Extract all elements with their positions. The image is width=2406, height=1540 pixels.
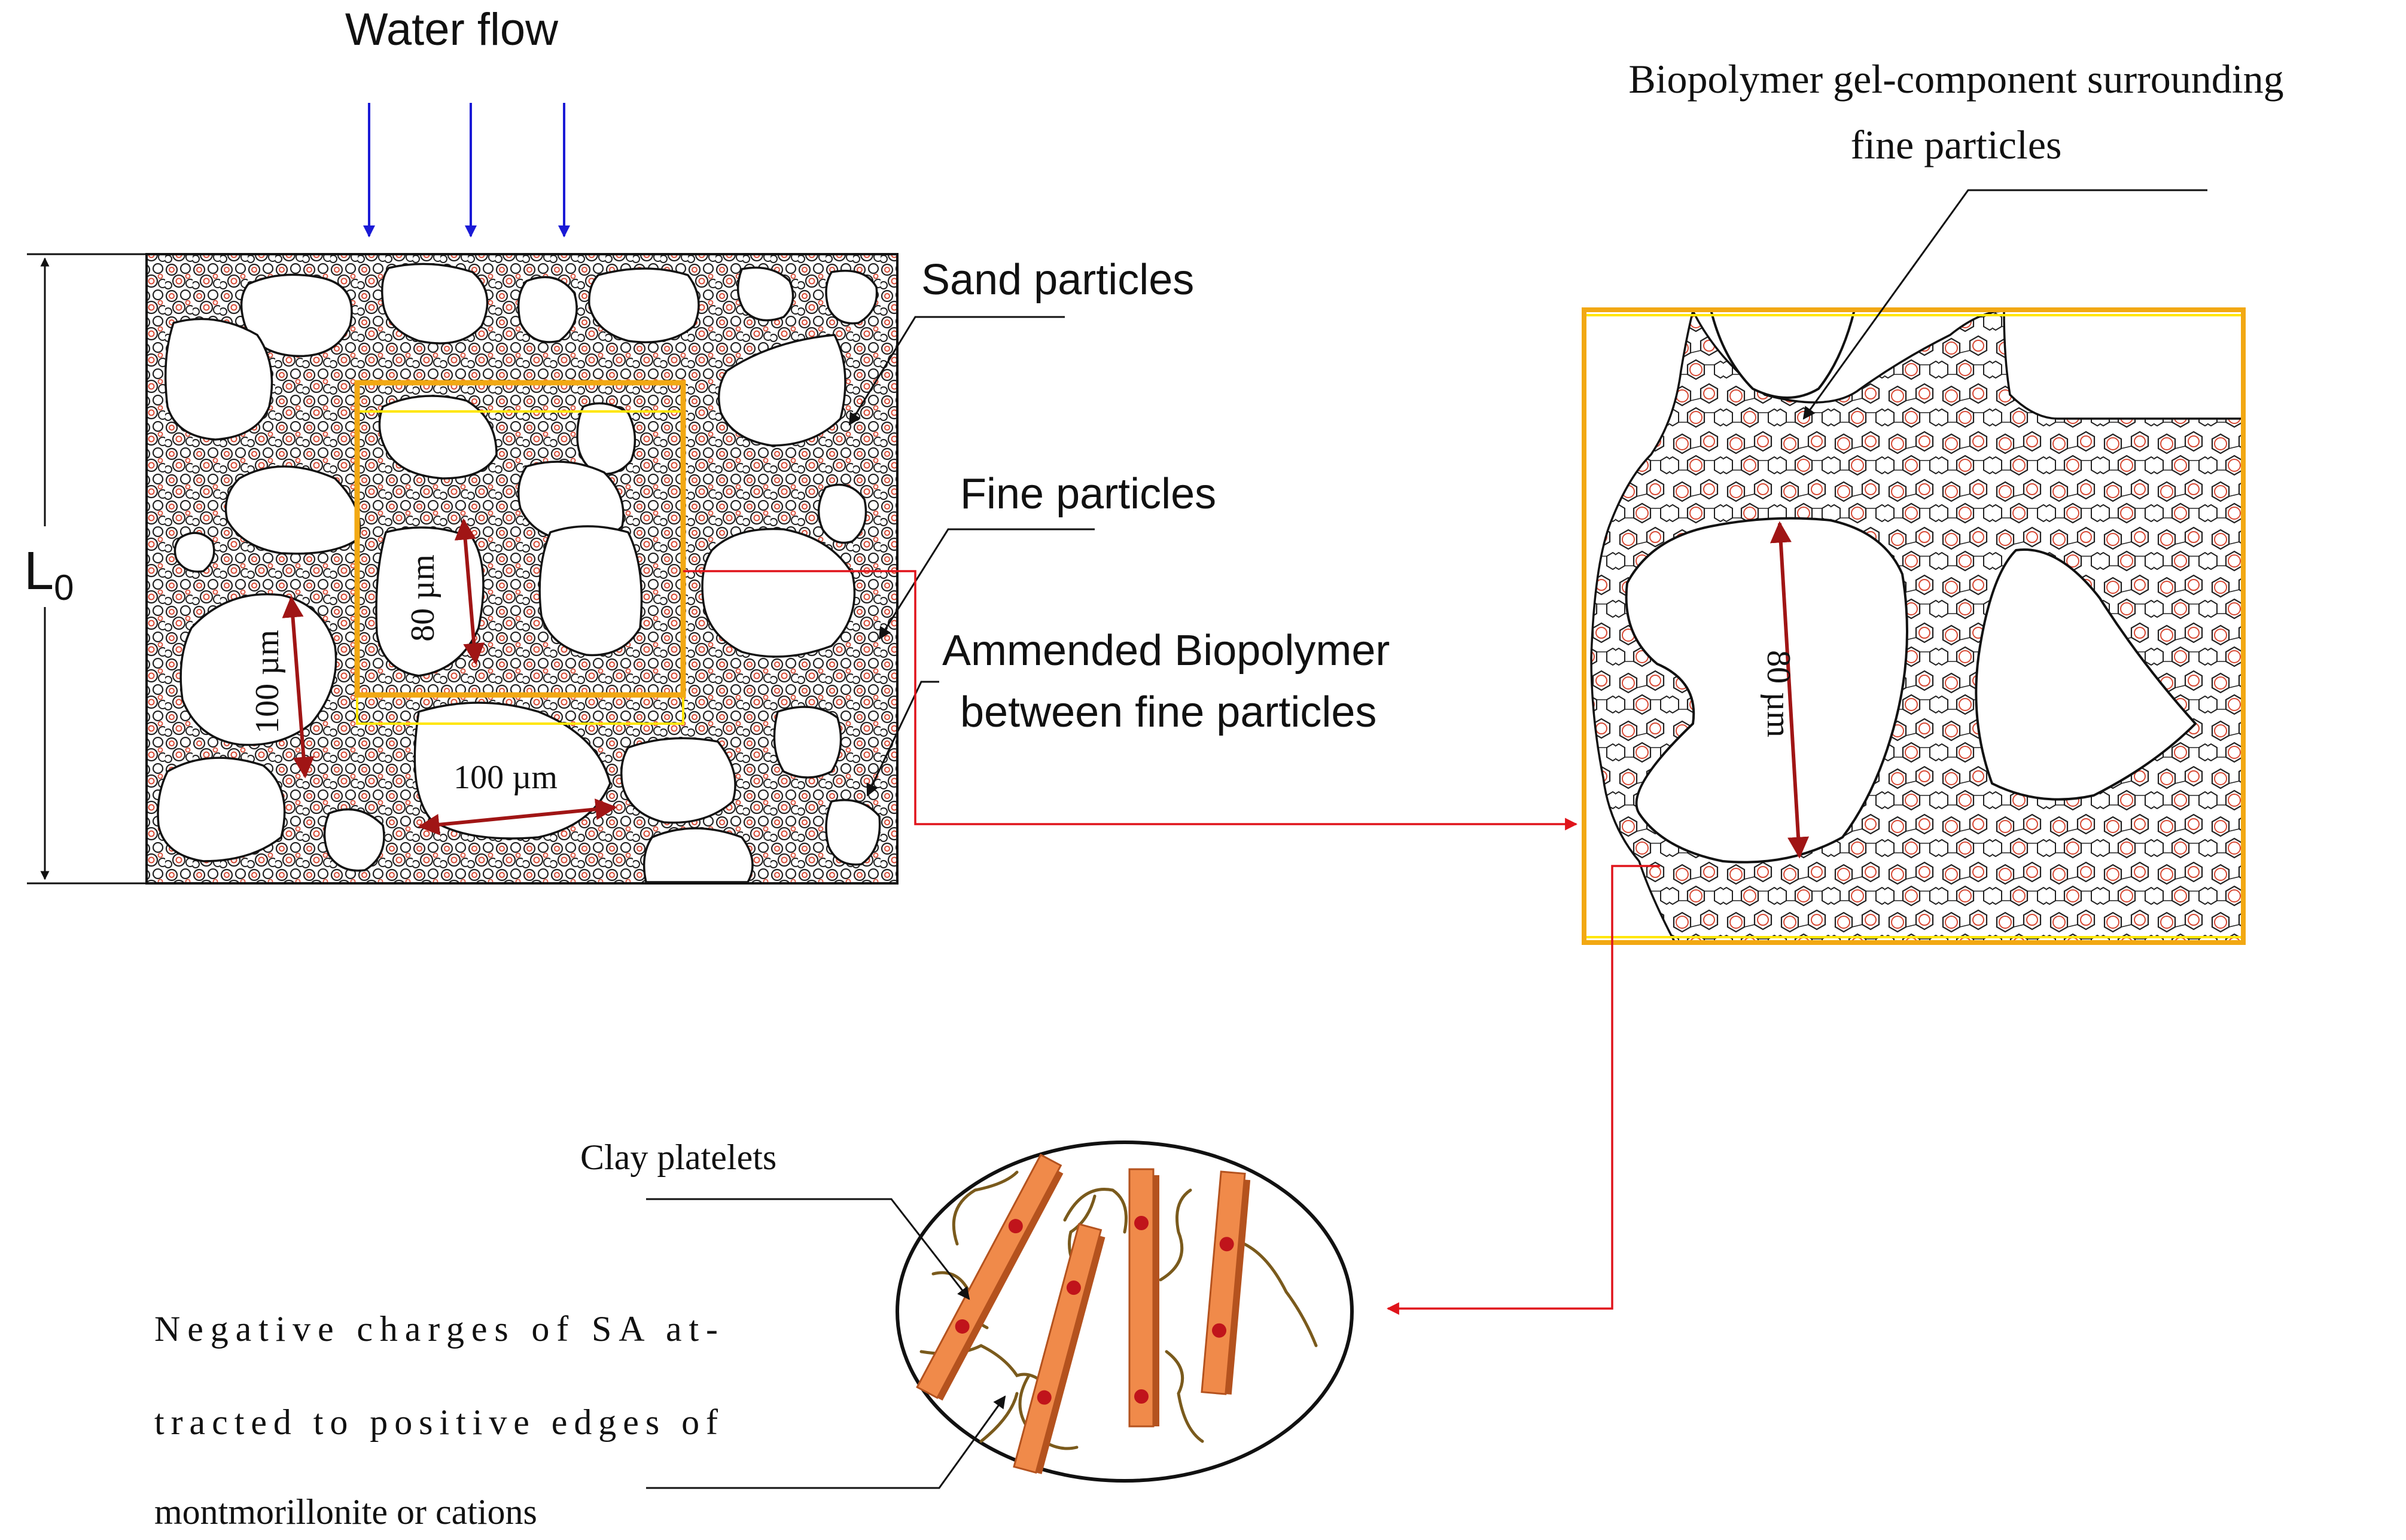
clay-platelets-leader xyxy=(646,1198,970,1300)
amended-biopolymer-label-line2: between fine particles xyxy=(960,688,1376,736)
negative-charges-label-line3: montmorillonite or cations xyxy=(154,1492,537,1532)
fine-particles-leader xyxy=(878,528,1095,640)
length-dimension: L0 xyxy=(21,253,147,885)
water-flow-arrows xyxy=(363,103,570,237)
charge-dot xyxy=(1134,1389,1149,1404)
sample-outline xyxy=(145,253,899,885)
clay-detail xyxy=(896,1140,1354,1483)
charge-dot xyxy=(1134,1216,1149,1230)
svg-text:L0: L0 xyxy=(24,541,74,608)
sand-particles-leader xyxy=(848,316,1065,426)
clay-platelet-4 xyxy=(1201,1170,1251,1395)
charge-dot xyxy=(955,1319,970,1334)
water-flow-label: Water flow xyxy=(345,4,559,55)
clay-platelet-2 xyxy=(1013,1222,1105,1474)
dim-label-100-horizontal: 100 µm xyxy=(453,759,558,796)
negative-charges-label-line1: Negative charges of SA at- xyxy=(154,1309,718,1349)
clay-platelet-1 xyxy=(916,1153,1064,1401)
amended-biopolymer-label-line1: Ammended Biopolymer xyxy=(942,627,1390,675)
amended-biopolymer-leader xyxy=(866,681,939,797)
connector-to-clay xyxy=(1386,865,1660,1315)
zoom-sand-grain-top xyxy=(1710,310,1856,399)
zoom-frame xyxy=(1582,307,2246,945)
charge-dot xyxy=(1219,1237,1234,1252)
dim-arrow-80-left xyxy=(454,518,485,665)
dim-label-80-left: 80 µm xyxy=(404,554,441,642)
soil-sample: 80 µm 100 µm 100 µm xyxy=(145,253,899,885)
charge-dot xyxy=(1066,1280,1081,1295)
gel-component-leader xyxy=(1802,189,2207,420)
zoom-region-frame xyxy=(354,380,686,698)
zoom-sand-grain-right xyxy=(1975,548,2197,801)
dim-arrow-80-zoom xyxy=(1770,521,1810,859)
charge-dot xyxy=(1008,1219,1023,1234)
zoom-sand-grain-large xyxy=(1625,517,1908,864)
length-subscript: 0 xyxy=(54,568,74,608)
dim-label-100-vertical: 100 µm xyxy=(249,630,286,734)
charge-dot xyxy=(1037,1390,1052,1405)
dim-arrow-100-horizontal xyxy=(418,798,617,835)
negative-charges-label-line2: tracted to positive edges of xyxy=(154,1402,718,1442)
zoom-view: 80 µm xyxy=(1582,307,2246,945)
length-symbol: L xyxy=(24,541,54,601)
dim-label-80-zoom: 80 µm xyxy=(1760,650,1797,737)
gel-component-label-line1: Biopolymer gel-component surrounding xyxy=(1628,56,2283,102)
fine-particles-label: Fine particles xyxy=(960,470,1216,518)
charge-dot xyxy=(1212,1323,1227,1338)
sand-particles-label: Sand particles xyxy=(921,256,1194,304)
negative-charges-leader xyxy=(646,1395,1006,1489)
clay-platelets-label: Clay platelets xyxy=(580,1138,776,1177)
gel-component-label-line2: fine particles xyxy=(1850,122,2061,167)
dim-arrow-100-vertical xyxy=(282,596,315,779)
connector-to-zoom xyxy=(683,570,1578,831)
clay-platelet-3 xyxy=(1128,1168,1159,1428)
